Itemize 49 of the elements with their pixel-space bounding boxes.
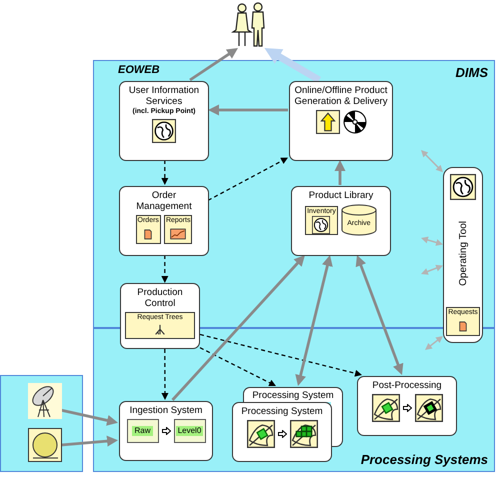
process-box [289, 81, 393, 161]
box-title: Post-Processing [372, 380, 442, 391]
box-title: Processing System [252, 390, 334, 401]
picture [28, 428, 62, 462]
dashed-arrow [161, 160, 168, 185]
band-title: Processing Systems [360, 452, 488, 467]
data-label: Raw [132, 426, 152, 436]
data-label: Level0 [176, 426, 204, 436]
box-title: Order Management [135, 190, 193, 212]
arrow [421, 236, 443, 246]
arrow [425, 336, 443, 350]
box-title: Production Control [136, 287, 184, 309]
dashed-arrow [208, 158, 288, 201]
band-title: DIMS [456, 65, 488, 80]
dashed-arrow [200, 347, 276, 386]
arrow [295, 255, 333, 386]
box-title: Product Library [308, 190, 374, 201]
arrow [334, 160, 346, 185]
arrow [421, 264, 443, 275]
group-label: EOWEB [118, 64, 160, 77]
box-title: User Information Services [128, 85, 200, 107]
dashed-arrow [200, 334, 362, 377]
system-band [93, 60, 495, 328]
arrow [60, 408, 118, 426]
process-box [243, 387, 343, 402]
process-box [119, 401, 213, 461]
box-title: Processing System [241, 406, 323, 417]
arrow [60, 436, 118, 447]
arrow [171, 255, 305, 401]
tool-title: Operating Tool [456, 221, 470, 286]
process-box [119, 81, 209, 161]
process-box [291, 186, 391, 256]
box-title: Ingestion System [130, 405, 202, 416]
dashed-arrow [161, 255, 168, 283]
picture [28, 383, 62, 419]
arrow [421, 150, 443, 172]
box-title: Online/Offline Product Generation & Delivery [294, 85, 388, 107]
source-panel [0, 375, 83, 472]
process-box [357, 376, 457, 436]
arrow [356, 255, 404, 375]
arrow [208, 104, 288, 116]
arrow [264, 48, 321, 84]
system-band [93, 328, 495, 472]
process-box [120, 283, 200, 349]
process-box [232, 402, 332, 462]
tool-panel [443, 167, 483, 343]
arrow [189, 48, 238, 82]
dashed-arrow [161, 349, 168, 400]
process-box [119, 186, 209, 256]
